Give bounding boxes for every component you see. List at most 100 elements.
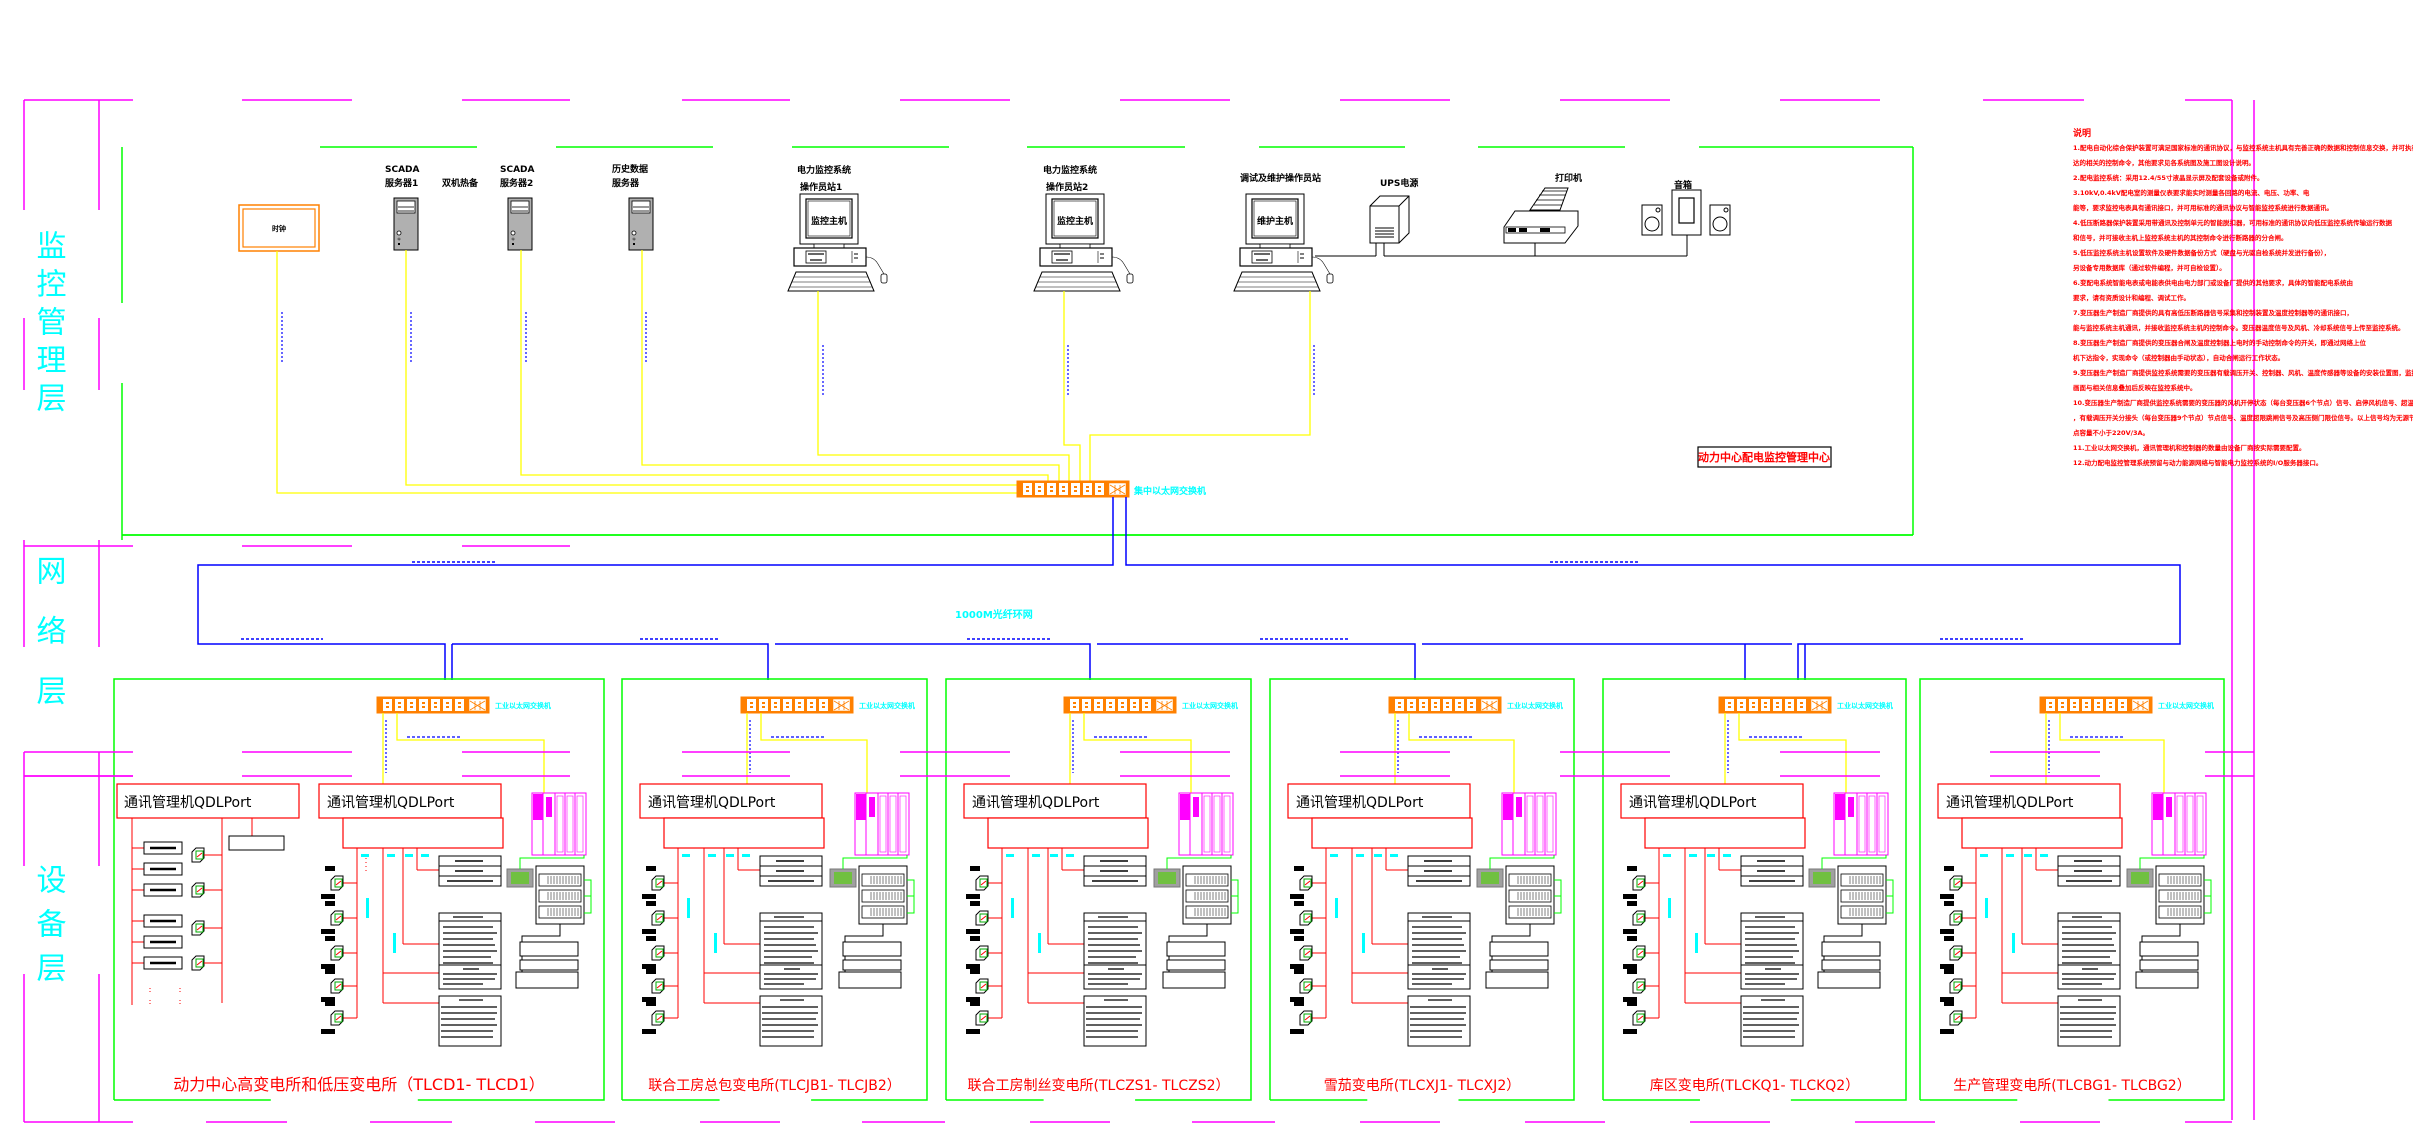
svg-text:服务器1: 服务器1	[385, 177, 418, 189]
note-line: 点容量不小于220V/3A。	[2073, 428, 2149, 437]
station-switch	[1388, 696, 1502, 714]
device-tree	[1290, 818, 1472, 1046]
note-line: ，有载调压开关分接头（每台变压器9个节点）节点信号、温度超限跳闸信号及高压侧门限…	[2073, 413, 2413, 422]
qdl-box	[1620, 783, 1804, 819]
note-line: 2.配电监控系统：采用12.4/55寸液晶显示屏及配套设备或附件。	[2073, 173, 2263, 182]
svg-text:时钟: 时钟	[272, 224, 286, 233]
svg-text:监控主机: 监控主机	[1057, 215, 1093, 227]
note-line: 9.变压器生产制造厂商提供监控系统需要的变压器有载调压开关、控制器、风机、温度传…	[2073, 368, 2413, 377]
peripheral-bus	[1315, 235, 1688, 257]
svg-text:SCADA: SCADA	[500, 165, 535, 175]
note-line: 要求，请有资质设计和编程、调试工作。	[2073, 293, 2190, 302]
note-line: 11.工业以太网交换机，通讯管理机和控制器的数量由设备厂商按实际需要配置。	[2073, 443, 2306, 452]
device-tree	[966, 818, 1148, 1046]
svg-text:操作员站1: 操作员站1	[800, 181, 842, 193]
qdl-title: 通讯管理机QDLPort	[1296, 795, 1424, 811]
plc-rack-icon	[1501, 792, 1557, 856]
svg-text:调试及维护操作员站: 调试及维护操作员站	[1240, 172, 1321, 184]
plc-rack-icon	[1178, 792, 1234, 856]
qdl-title: 通讯管理机QDLPort	[972, 795, 1100, 811]
station-title: 动力中心高变电所和低压变电所（TLCD1- TLCD1）	[173, 1075, 545, 1094]
station-switch	[2039, 696, 2153, 714]
drawing-frame	[23, 99, 2255, 1123]
sync-label: 双机热备	[442, 177, 479, 189]
svg-text:UPS电源: UPS电源	[1380, 177, 1418, 189]
fiber-labels	[241, 561, 2025, 640]
qdl-title: 通讯管理机QDLPort	[1629, 795, 1757, 811]
cable-labels	[281, 312, 1315, 395]
device-tree	[321, 818, 503, 1046]
svg-text:网络层: 网络层	[31, 555, 67, 735]
svg-text:打印机: 打印机	[1555, 172, 1582, 184]
io-cabinet-icon	[535, 865, 592, 925]
printer-icon	[1503, 187, 1579, 244]
station-switch-label: 工业以太网交换机	[495, 701, 551, 710]
qdl-box	[1287, 783, 1471, 819]
station-switch	[1718, 696, 1832, 714]
svg-text:监控主机: 监控主机	[811, 215, 847, 227]
fiber-ring	[197, 497, 2181, 680]
protection-relay-icon	[191, 847, 205, 863]
station-title: 库区变电所(TLCKQ1- TLCKQ2）	[1650, 1078, 1859, 1094]
protection-relay-icon	[191, 920, 205, 936]
plc-rack-icon	[2151, 792, 2207, 856]
station-title: 雪茄变电所(TLCXJ1- TLCXJ2）	[1324, 1077, 1520, 1094]
io-cabinet-icon	[858, 865, 915, 925]
speakers: 音箱	[1641, 179, 1731, 236]
svg-text:SCADA: SCADA	[385, 165, 420, 175]
note-line: 12.动力配电监控管理系统预留与动力能源网络与智能电力监控系统的I/O服务器接口…	[2073, 458, 2322, 467]
backbone-label: 1000M光纤环网	[955, 608, 1033, 621]
svg-text:设备层: 设备层	[31, 864, 67, 996]
layer-title-network: 网络层	[31, 555, 67, 735]
device-tree	[1623, 818, 1805, 1046]
plc-rack-icon	[1833, 792, 1889, 856]
note-line: 另设备专用数据库（通过软件编程，并可自检设置）。	[2073, 263, 2226, 272]
notes: 说明 1.配电自动化综合保护装置可满足国家标准的通讯协议，与监控系统主机具有完善…	[2072, 127, 2413, 467]
station-switch	[1063, 696, 1177, 714]
note-line: 3.10kV,0.4kV配电室的测量仪表要求能实时测量各回路的电流、电压、功率、…	[2073, 188, 2310, 197]
io-cabinet-icon	[1505, 865, 1562, 925]
ups: UPS电源	[1369, 177, 1418, 244]
qdl-left-box	[116, 783, 300, 819]
svg-text:监控管理层: 监控管理层	[31, 230, 67, 420]
note-line: 能等，要求监控电表具有通讯接口，并可用标准的通讯协议与智能监控系统进行数据通讯。	[2073, 203, 2333, 212]
station-switch-label: 工业以太网交换机	[859, 701, 915, 710]
station-title: 生产管理变电所(TLCBG1- TLCBG2）	[1953, 1078, 2190, 1094]
station-switch	[740, 696, 854, 714]
title-box: 动力中心配电监控管理中心	[1697, 446, 1832, 468]
desktop-computer-icon	[1233, 193, 1334, 292]
desktop-computer-icon	[787, 193, 888, 292]
svg-text:服务器: 服务器	[612, 177, 640, 189]
svg-text:说明: 说明	[2073, 127, 2091, 139]
core-switch: 集中以太网交换机	[1016, 480, 1206, 498]
station-switch-label: 工业以太网交换机	[1837, 701, 1893, 710]
server-scada-2: SCADA 服务器2	[500, 165, 535, 251]
server-tower-icon	[393, 197, 419, 251]
note-line: 8.变压器生产制造厂商提供的变压器合闸及温度控制器上电时的手动控制命令的开关，即…	[2073, 338, 2366, 347]
svg-text:操作员站2: 操作员站2	[1046, 181, 1088, 193]
note-line: 6.变配电系统智能电表或电能表供电由电力部门或设备厂提供的其他要求，具体的智能配…	[2073, 278, 2353, 287]
svg-text:集中以太网交换机: 集中以太网交换机	[1133, 485, 1206, 497]
io-cabinet-icon	[1182, 865, 1239, 925]
server-scada-1: SCADA 服务器1	[385, 165, 420, 251]
svg-text:音箱: 音箱	[1674, 179, 1692, 191]
workstation-2: 电力监控系统 操作员站2 监控主机	[1033, 164, 1134, 292]
svg-text:服务器2: 服务器2	[500, 177, 533, 189]
ups-icon	[1369, 195, 1410, 244]
station-switch-label: 工业以太网交换机	[1507, 701, 1563, 710]
io-cabinet-icon	[1837, 865, 1894, 925]
note-line: 机下达指令，实现命令（或控制器由手动状态），自动合闸运行工作状态。	[2073, 353, 2284, 362]
svg-text:历史数据: 历史数据	[612, 163, 648, 175]
note-line: 10.变压器生产制造厂商提供监控系统需要的变压器的风机开停状态（每台变压器6个节…	[2073, 398, 2413, 407]
device-tree	[1940, 818, 2122, 1046]
station-switch-label: 工业以太网交换机	[1182, 701, 1238, 710]
note-line: 4.低压断路器保护装置采用带通讯及控制单元的智能脱扣器，可用标准的通讯协议向低压…	[2073, 218, 2392, 227]
workstation-maintenance: 调试及维护操作员站 维护主机	[1233, 172, 1334, 292]
note-line: 能与监控系统主机通讯，并接收监控系统主机的控制命令。变压器温度信号及风机、冷却系…	[2073, 323, 2405, 332]
station-switch	[376, 696, 490, 714]
io-cabinet-icon	[2155, 865, 2212, 925]
